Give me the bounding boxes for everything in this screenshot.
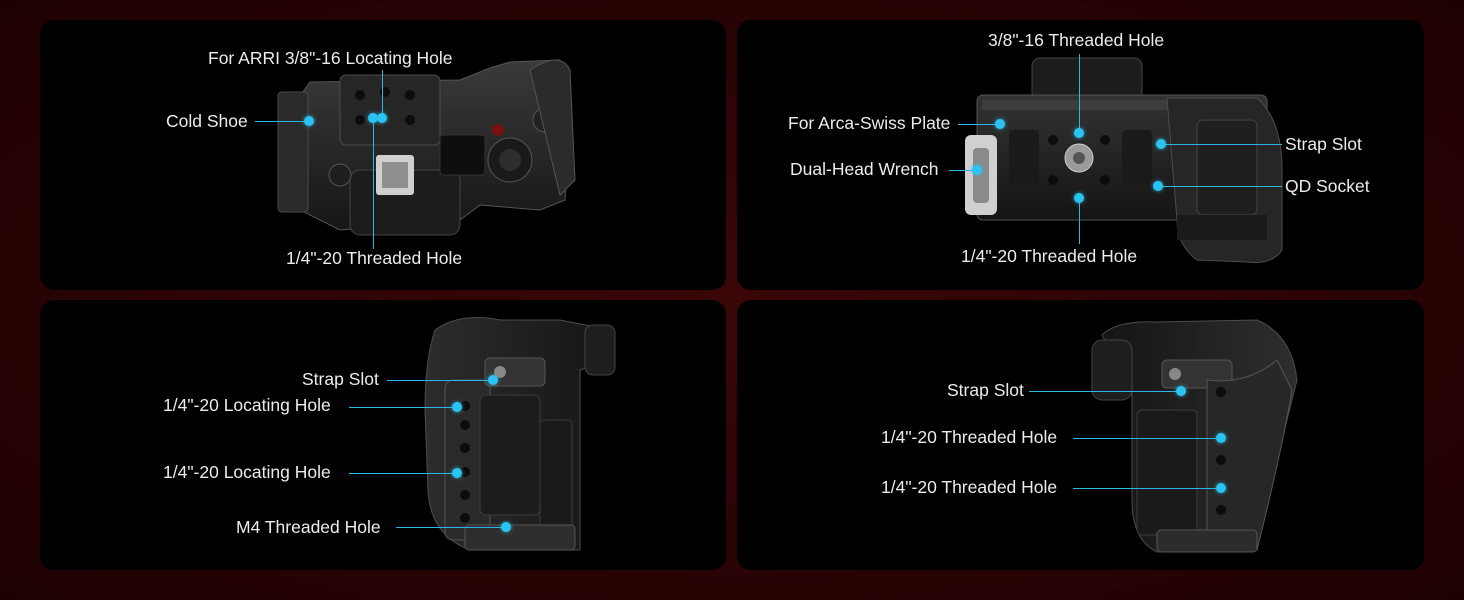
callout-line: [349, 407, 457, 408]
callout-line: [1029, 391, 1181, 392]
panel-right-side-view: Strap Slot 1/4"-20 Threaded Hole 1/4"-20…: [737, 300, 1424, 570]
label-dual-head-wrench: Dual-Head Wrench: [790, 159, 939, 179]
callout-line: [1158, 186, 1282, 187]
callout-dot: [1074, 193, 1084, 203]
callout-line: [958, 124, 1000, 125]
label-quarter-threaded-hole: 1/4"-20 Threaded Hole: [286, 248, 463, 268]
callout-dot: [377, 113, 387, 123]
callout-line: [1079, 198, 1080, 244]
callout-line: [1079, 54, 1080, 133]
callout-dot: [972, 165, 982, 175]
label-threaded-hole-1: 1/4"-20 Threaded Hole: [881, 427, 1058, 447]
label-arri-locating-hole: For ARRI 3/8"-16 Locating Hole: [208, 48, 453, 68]
label-arca-swiss-plate: For Arca-Swiss Plate: [788, 113, 951, 133]
callout-line: [349, 473, 457, 474]
callout-line: [387, 380, 493, 381]
callout-line: [1073, 488, 1221, 489]
callout-dot: [452, 402, 462, 412]
label-locating-hole-1: 1/4"-20 Locating Hole: [163, 395, 331, 415]
panel-bottom-view: 3/8"-16 Threaded Hole For Arca-Swiss Pla…: [737, 20, 1424, 290]
camera-right-side-image: [1091, 319, 1298, 553]
label-locating-hole-2: 1/4"-20 Locating Hole: [163, 462, 331, 482]
label-cold-shoe: Cold Shoe: [166, 111, 248, 131]
callout-dot: [1216, 483, 1226, 493]
label-three-eighths-threaded-hole: 3/8"-16 Threaded Hole: [988, 30, 1165, 50]
callout-line: [382, 70, 383, 118]
camera-top-view-image: [277, 59, 576, 236]
label-qd-socket: QD Socket: [1285, 176, 1370, 196]
callout-line: [255, 121, 309, 122]
callout-line: [396, 527, 506, 528]
label-quarter-threaded-hole: 1/4"-20 Threaded Hole: [961, 246, 1138, 266]
callout-dot: [1216, 433, 1226, 443]
callout-line: [1161, 144, 1282, 145]
label-threaded-hole-2: 1/4"-20 Threaded Hole: [881, 477, 1058, 497]
callout-dot: [1176, 386, 1186, 396]
callout-line: [949, 170, 977, 171]
callout-dot: [304, 116, 314, 126]
callout-dot: [1156, 139, 1166, 149]
callout-dot: [501, 522, 511, 532]
callout-dot: [452, 468, 462, 478]
camera-bottom-view-image: [965, 57, 1283, 263]
label-strap-slot: Strap Slot: [1285, 134, 1362, 154]
callout-line: [373, 118, 374, 249]
callout-dot: [1074, 128, 1084, 138]
label-strap-slot: Strap Slot: [302, 369, 379, 389]
callout-dot: [488, 375, 498, 385]
label-strap-slot: Strap Slot: [947, 380, 1024, 400]
panel-top-view: For ARRI 3/8"-16 Locating Hole Cold Shoe…: [40, 20, 726, 290]
panel-left-side-view: Strap Slot 1/4"-20 Locating Hole 1/4"-20…: [40, 300, 726, 570]
callout-dot: [1153, 181, 1163, 191]
label-m4-threaded-hole: M4 Threaded Hole: [236, 517, 381, 537]
camera-left-side-image: [424, 317, 616, 551]
callout-dot: [368, 113, 378, 123]
callout-line: [1073, 438, 1221, 439]
callout-dot: [995, 119, 1005, 129]
